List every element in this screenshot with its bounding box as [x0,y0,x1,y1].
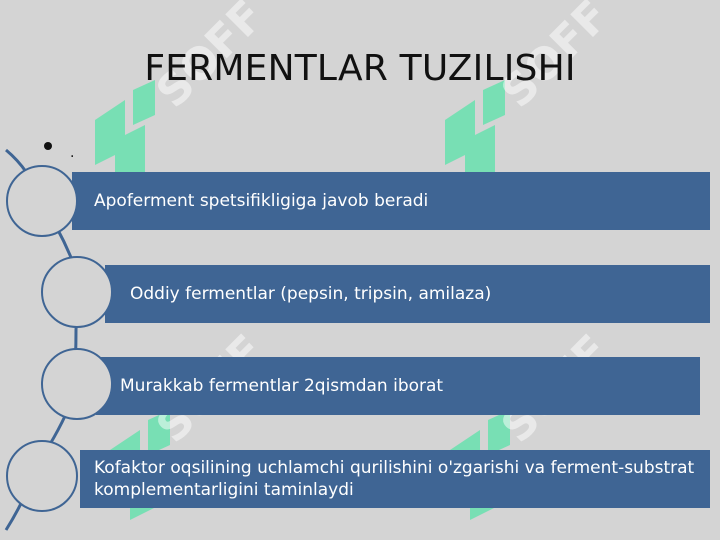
list-marker-circle [41,348,113,420]
slide-title: FERMENTLAR TUZILISHI [144,48,576,89]
list-marker-circle [6,440,78,512]
list-item-text: Kofaktor oqsilining uchlamchi qurilishin… [94,458,695,500]
watermark-logo-icon [95,80,155,190]
list-marker-circle [6,165,78,237]
list-item: Murakkab fermentlar 2qismdan iborat [96,357,700,415]
list-item: Apoferment spetsifikligiga javob beradi [72,172,710,230]
bullet-text: . [70,145,75,161]
list-item: Kofaktor oqsilining uchlamchi qurilishin… [80,450,710,508]
bullet-icon [44,142,52,150]
list-item-text: Oddiy fermentlar (pepsin, tripsin, amila… [130,284,492,304]
watermark-logo-icon [445,80,505,190]
list-item-text: Apoferment spetsifikligiga javob beradi [94,191,429,211]
list-item: Oddiy fermentlar (pepsin, tripsin, amila… [105,265,710,323]
list-marker-circle [41,256,113,328]
list-item-text: Murakkab fermentlar 2qismdan iborat [120,376,444,396]
